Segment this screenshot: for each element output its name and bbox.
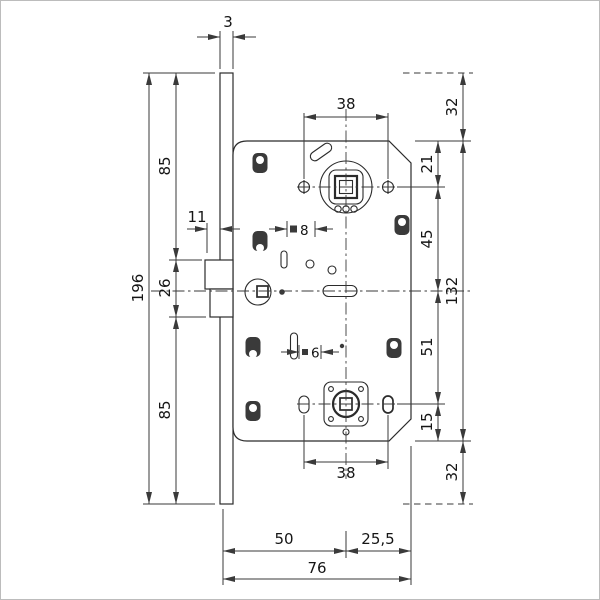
dim-label-plate-height: 196	[129, 274, 147, 303]
dim-label-spindle-square: 8	[300, 223, 309, 239]
dim-label-axis-to-cylinder: 51	[418, 337, 436, 356]
latch-mechanism	[244, 250, 358, 306]
square-symbol-cylinder	[302, 349, 308, 355]
retainer-clip	[245, 337, 261, 358]
dim-label-top-overhang: 32	[443, 97, 461, 116]
adjust-hole	[334, 205, 342, 213]
dim-label-total-depth: 76	[307, 559, 326, 577]
latch-hub	[244, 278, 272, 306]
retainer-clip	[386, 338, 402, 358]
retainer-clips	[245, 153, 410, 421]
deadbolt	[209, 288, 234, 318]
dim-label-lower-side: 85	[156, 400, 174, 419]
dim-label-cylinder-square: 6	[311, 346, 320, 362]
kidney-slot	[309, 142, 333, 162]
lock-body-outline	[232, 140, 412, 442]
square-symbol-spindle	[290, 225, 297, 233]
dim-label-top-hole-spacing: 38	[336, 95, 355, 113]
guide-slot	[289, 332, 299, 360]
pivot-pin	[279, 289, 285, 295]
spring-anchor	[327, 265, 337, 275]
lock-drawing	[204, 72, 412, 505]
dim-label-plate-thickness: 3	[223, 13, 233, 31]
dim-label-body-height: 132	[443, 277, 461, 306]
latch-bolt	[204, 259, 234, 290]
latch-hub-square	[256, 285, 269, 298]
dim-label-latch-cutout-height: 26	[156, 278, 174, 297]
dim-label-follower-from-top: 21	[418, 154, 436, 173]
dim-label-cylinder-to-bottom: 15	[418, 412, 436, 431]
dimension-labels: 3 38 32 85 21 11 8 45 196 26 132 51 6 85…	[129, 13, 461, 577]
screw-slot-bottom-right	[382, 395, 394, 414]
dim-label-rear-depth: 25,5	[361, 530, 394, 548]
spring-anchor	[305, 259, 315, 269]
retainer-clip	[245, 401, 261, 421]
dimension-lines	[146, 34, 466, 582]
center-lines	[151, 72, 473, 505]
retainer-clip	[252, 231, 268, 252]
retainer-clip	[252, 153, 268, 173]
dim-label-bottom-hole-spacing: 38	[336, 464, 355, 482]
dim-label-latch-protrusion: 11	[187, 208, 206, 226]
dim-label-backset: 50	[274, 530, 293, 548]
rivet	[339, 343, 345, 349]
dim-label-follower-to-axis: 45	[418, 229, 436, 248]
spring-slot	[280, 250, 288, 269]
screw-slot-bottom-left	[298, 395, 310, 414]
dim-label-upper-side: 85	[156, 156, 174, 175]
adjust-hole	[350, 205, 358, 213]
dim-label-bottom-overhang: 32	[443, 462, 461, 481]
retainer-clip	[394, 215, 410, 235]
